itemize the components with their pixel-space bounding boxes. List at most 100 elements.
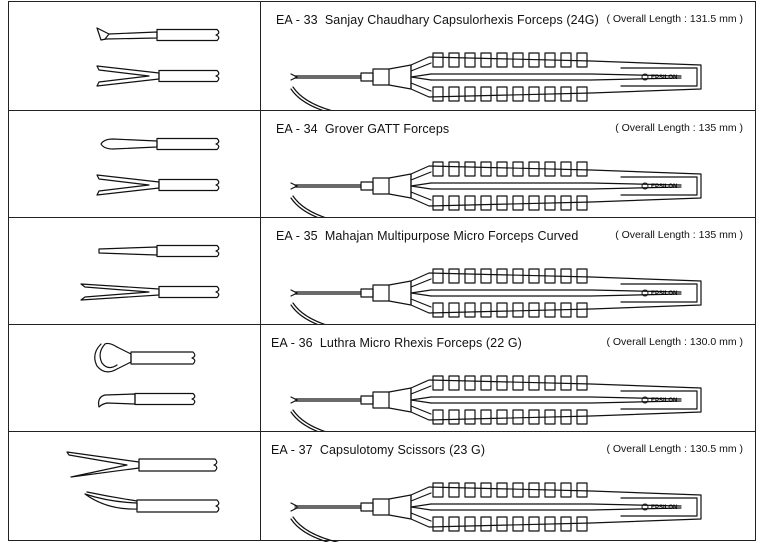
ring-jaw-inner — [99, 343, 118, 369]
hub-barrel — [372, 498, 390, 516]
grip-ridge-top — [464, 52, 476, 68]
product-info-cell: EA - 33 Sanjay Chaudhary Capsulorhexis F… — [261, 2, 755, 110]
grip-ridge-bottom — [496, 302, 508, 318]
grip-ridge-top — [528, 161, 540, 177]
grip-ridge-top — [448, 375, 460, 391]
grip-ridge-bottom — [432, 195, 444, 211]
grip-ridge-top — [560, 482, 572, 498]
tip-illustration — [96, 27, 220, 87]
tip-handle — [156, 28, 220, 42]
grip-ridge-top — [432, 375, 444, 391]
grip-ridge-top — [512, 375, 524, 391]
product-title: EA - 34 Grover GATT Forceps — [276, 122, 449, 136]
grip-ridge-bottom — [464, 302, 476, 318]
grip-ridge-top — [528, 268, 540, 284]
grip-ridge-bottom — [512, 195, 524, 211]
grip-ridge-bottom — [576, 195, 588, 211]
hub-barrel — [372, 68, 390, 86]
grip-ridge-top — [480, 52, 492, 68]
grip-ridge-bottom — [528, 409, 540, 425]
grip-ridge-bottom — [544, 195, 556, 211]
grip-ridge-top — [496, 161, 508, 177]
scissor-tip — [290, 502, 298, 512]
grip-ridge-bottom — [528, 86, 540, 102]
grip-ridge-top — [512, 482, 524, 498]
tip-handle — [156, 137, 220, 151]
handle-splay — [410, 385, 432, 415]
end-grip — [620, 283, 698, 303]
hub-barrel — [372, 284, 390, 302]
tip-handle — [136, 499, 220, 513]
scissor-blades-open — [66, 451, 140, 478]
product-code: EA - 33 — [276, 13, 318, 27]
grip-ridge-bottom — [528, 195, 540, 211]
forceps-tip — [290, 73, 298, 81]
grip-ridge-top — [560, 161, 572, 177]
grip-ridge-top — [432, 268, 444, 284]
hook-tip — [98, 393, 136, 408]
grip-ridge-top — [448, 161, 460, 177]
brand-logo-icon — [641, 503, 649, 511]
curved-tip-detail — [292, 302, 329, 325]
handle-splay — [410, 278, 432, 308]
grip-ridge-top — [528, 52, 540, 68]
grip-ridge-top — [512, 268, 524, 284]
tip-handle — [158, 285, 220, 299]
grip-ridge-bottom — [448, 195, 460, 211]
handle-splay — [410, 492, 432, 522]
product-name: Sanjay Chaudhary Capsulorhexis Forceps (… — [324, 13, 599, 27]
product-row: EA - 33 Sanjay Chaudhary Capsulorhexis F… — [9, 2, 755, 110]
tip-handle — [134, 392, 196, 406]
product-info-cell: EA - 35 Mahajan Multipurpose Micro Force… — [261, 218, 755, 325]
forceps-tip — [290, 182, 298, 190]
overall-length: ( Overall Length : 135 mm ) — [615, 229, 743, 241]
brand-label: EPSILON — [651, 75, 677, 81]
grip-ridge-bottom — [480, 302, 492, 318]
brand-label: EPSILON — [651, 505, 677, 511]
overall-length: ( Overall Length : 130.5 mm ) — [606, 443, 743, 455]
product-row: EA - 35 Mahajan Multipurpose Micro Force… — [9, 217, 755, 325]
grip-ridge-top — [480, 375, 492, 391]
grip-ridge-bottom — [464, 516, 476, 532]
grip-ridge-bottom — [544, 302, 556, 318]
grip-ridge-top — [560, 375, 572, 391]
grip-ridge-top — [480, 268, 492, 284]
grip-ridge-bottom — [448, 86, 460, 102]
closed-blade-tip — [100, 138, 158, 150]
center-groove — [430, 289, 682, 297]
grip-ridge-bottom — [432, 302, 444, 318]
product-code: EA - 34 — [276, 122, 318, 136]
grip-ridge-bottom — [544, 86, 556, 102]
curved-tip-detail — [292, 516, 340, 542]
narrow-tip — [98, 246, 158, 256]
grip-ridge-bottom — [432, 86, 444, 102]
grip-ridge-bottom — [544, 409, 556, 425]
product-row: EA - 37 Capsulotomy Scissors (23 G)( Ove… — [9, 431, 755, 542]
shaft-collar — [360, 288, 374, 298]
tip-illustration — [66, 451, 220, 513]
grip-ridge-bottom — [560, 516, 572, 532]
overall-length: ( Overall Length : 130.0 mm ) — [606, 336, 743, 348]
product-title: EA - 36 Luthra Micro Rhexis Forceps (22 … — [271, 336, 522, 350]
grip-ridge-top — [496, 482, 508, 498]
handle-body — [410, 486, 702, 528]
brand-logo-icon — [641, 396, 649, 404]
grip-ridge-bottom — [496, 86, 508, 102]
brand-logo-icon — [641, 182, 649, 190]
grip-ridge-top — [448, 52, 460, 68]
tip-illustration — [96, 137, 220, 196]
hub-barrel — [372, 177, 390, 195]
tip-detail-cell — [9, 432, 261, 541]
grip-ridge-top — [544, 52, 556, 68]
grip-ridge-bottom — [560, 409, 572, 425]
product-title: EA - 33 Sanjay Chaudhary Capsulorhexis F… — [276, 13, 599, 27]
grip-ridge-top — [560, 52, 572, 68]
hub-cone — [388, 494, 412, 520]
instrument-drawing: EPSILON — [290, 268, 702, 325]
instrument-drawing: EPSILON — [290, 52, 702, 110]
forceps-tip — [290, 289, 298, 297]
tip-handle — [158, 69, 220, 83]
curved-tip-detail-inner — [290, 88, 324, 110]
shaft — [294, 291, 362, 295]
grip-ridge-bottom — [512, 86, 524, 102]
